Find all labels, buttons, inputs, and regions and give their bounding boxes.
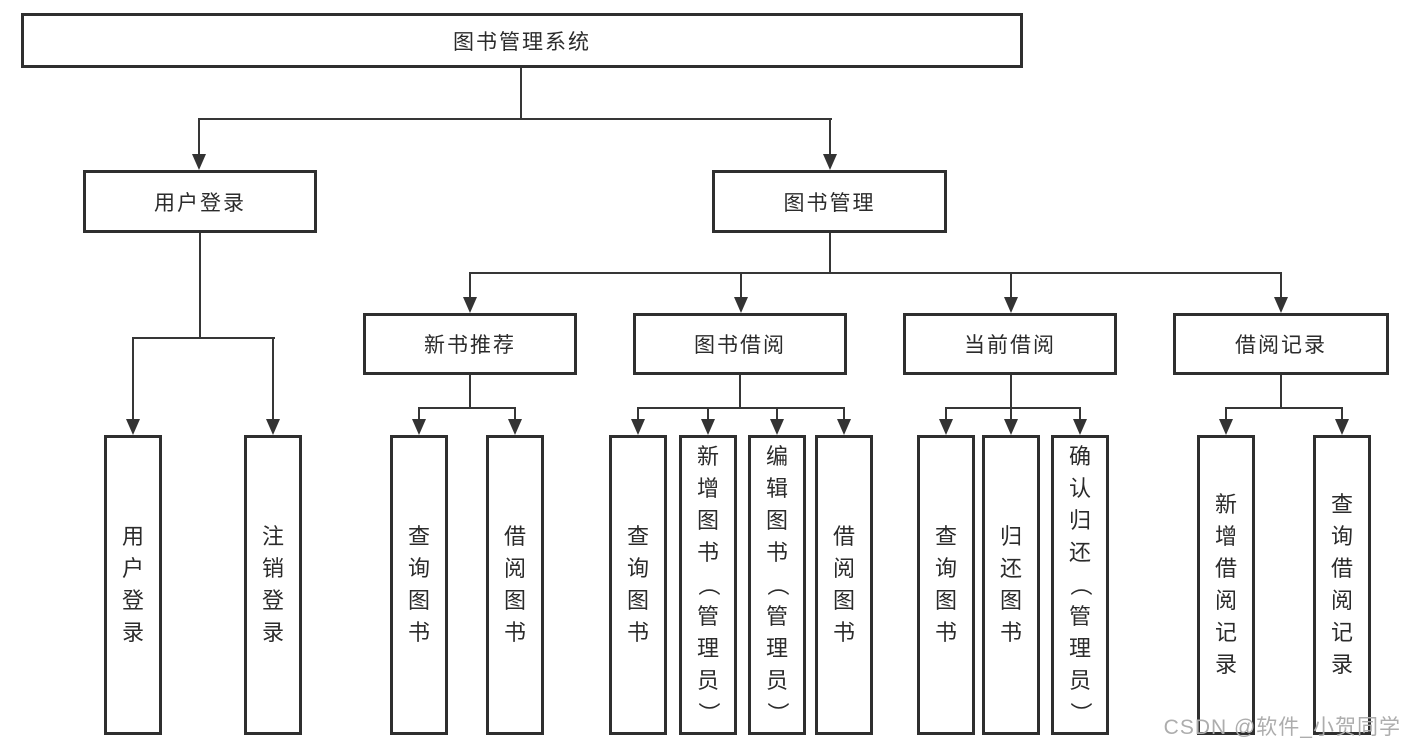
arrow-down-icon [1335, 419, 1349, 435]
arrow-down-icon [939, 419, 953, 435]
leaf-query-borrow-record: 查询借阅记录 [1313, 435, 1371, 735]
connector-line [776, 407, 778, 419]
connector-line [272, 337, 274, 419]
connector-line [1280, 375, 1282, 407]
leaf-logout: 注销登录 [244, 435, 302, 735]
leaf-query-books-borrow: 查询图书 [609, 435, 667, 735]
connector-line [1079, 407, 1081, 419]
connector-line [1226, 407, 1343, 409]
connector-line [1010, 375, 1012, 407]
leaf-add-borrow-record: 新增借阅记录 [1197, 435, 1255, 735]
connector-line [638, 407, 845, 409]
arrow-down-icon [463, 297, 477, 313]
leaf-return-books: 归还图书 [982, 435, 1040, 735]
connector-line [843, 407, 845, 419]
leaf-query-books-recommend: 查询图书 [390, 435, 448, 735]
node-new-book-recommend: 新书推荐 [363, 313, 577, 375]
connector-line [199, 118, 832, 120]
connector-line [198, 118, 200, 154]
connector-line [707, 407, 709, 419]
connector-line [470, 272, 1282, 274]
connector-line [418, 407, 420, 419]
connector-line [739, 375, 741, 407]
connector-line [829, 233, 831, 272]
arrow-down-icon [1004, 297, 1018, 313]
arrow-down-icon [1274, 297, 1288, 313]
connector-line [132, 337, 275, 339]
node-book-borrow: 图书借阅 [633, 313, 847, 375]
arrow-down-icon [126, 419, 140, 435]
connector-line [946, 407, 1081, 409]
arrow-down-icon [1073, 419, 1087, 435]
node-root: 图书管理系统 [21, 13, 1023, 68]
connector-line [419, 407, 516, 409]
connector-line [637, 407, 639, 419]
connector-line [1341, 407, 1343, 419]
arrow-down-icon [734, 297, 748, 313]
arrow-down-icon [701, 419, 715, 435]
leaf-borrow-books: 借阅图书 [815, 435, 873, 735]
leaf-query-books-current: 查询图书 [917, 435, 975, 735]
connector-line [1280, 272, 1282, 297]
connector-line [740, 272, 742, 297]
connector-line [520, 68, 522, 118]
arrow-down-icon [1004, 419, 1018, 435]
connector-line [469, 375, 471, 407]
node-book-management: 图书管理 [712, 170, 947, 233]
connector-line [132, 337, 134, 419]
connector-line [514, 407, 516, 419]
leaf-confirm-return-admin: 确认归还（管理员） [1051, 435, 1109, 735]
arrow-down-icon [266, 419, 280, 435]
arrow-down-icon [412, 419, 426, 435]
arrow-down-icon [192, 154, 206, 170]
connector-line [1225, 407, 1227, 419]
connector-line [1010, 272, 1012, 297]
node-current-borrow: 当前借阅 [903, 313, 1117, 375]
connector-line [1010, 407, 1012, 419]
node-borrow-records: 借阅记录 [1173, 313, 1389, 375]
leaf-edit-books-admin: 编辑图书（管理员） [748, 435, 806, 735]
leaf-borrow-books-recommend: 借阅图书 [486, 435, 544, 735]
arrow-down-icon [837, 419, 851, 435]
leaf-user-login: 用户登录 [104, 435, 162, 735]
connector-line [829, 118, 831, 154]
arrow-down-icon [823, 154, 837, 170]
connector-line [945, 407, 947, 419]
watermark: CSDN @软件_小贺同学 [1163, 716, 1401, 739]
connector-line [469, 272, 471, 297]
arrow-down-icon [1219, 419, 1233, 435]
arrow-down-icon [770, 419, 784, 435]
arrow-down-icon [631, 419, 645, 435]
node-user-login: 用户登录 [83, 170, 317, 233]
connector-line [199, 233, 201, 337]
leaf-add-books-admin: 新增图书（管理员） [679, 435, 737, 735]
arrow-down-icon [508, 419, 522, 435]
